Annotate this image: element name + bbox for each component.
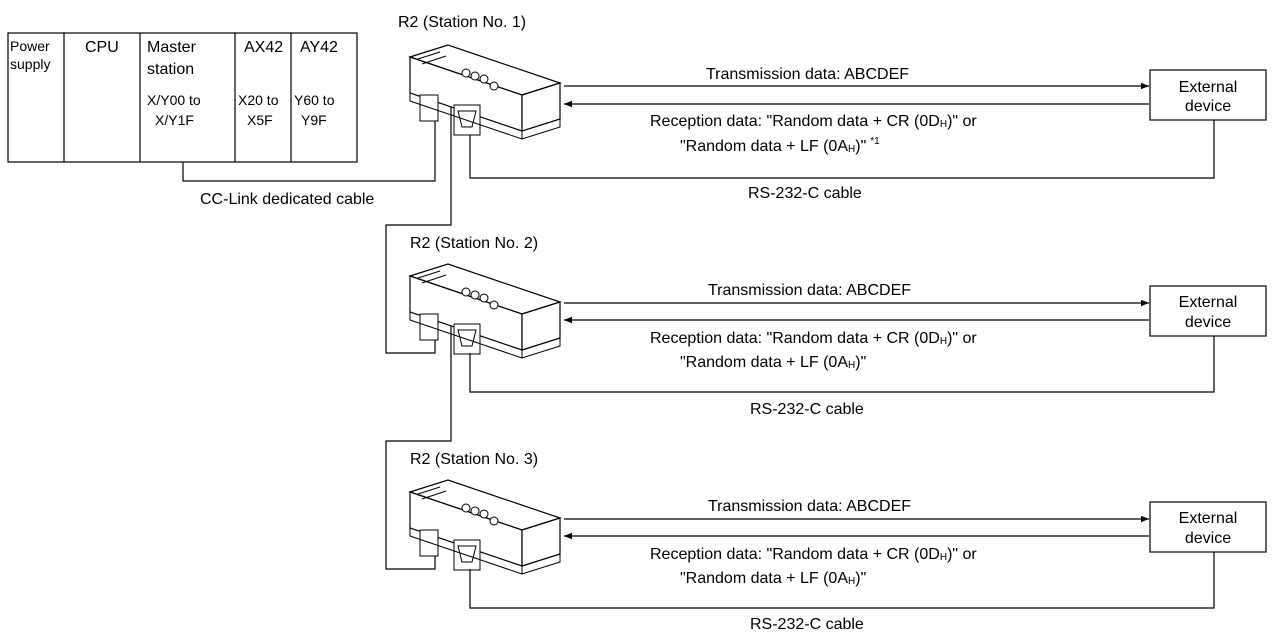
external-device-box bbox=[1149, 285, 1267, 337]
external-device-label-line1: External bbox=[1179, 79, 1238, 96]
reception-label-line1: Reception data: "Random data + CR (0DH)"… bbox=[650, 113, 977, 130]
external-device-box bbox=[1149, 69, 1267, 121]
ax42-address-line2: X5F bbox=[247, 112, 273, 128]
external-device-label-line2: device bbox=[1185, 98, 1231, 115]
plc-rack: Power supply CPU Master station X/Y00 to… bbox=[7, 32, 358, 163]
reception-label-line1: Reception data: "Random data + CR (0DH)"… bbox=[650, 330, 977, 347]
ay42-address-line2: Y9F bbox=[301, 112, 327, 128]
r2-module-1 bbox=[409, 44, 561, 140]
rs232c-cable bbox=[469, 336, 1215, 393]
power-supply-label-line2: supply bbox=[10, 56, 50, 72]
transmission-label: Transmission data: ABCDEF bbox=[708, 498, 911, 515]
station-2: R2 (Station No. 2) Transmission data: AB… bbox=[409, 235, 1267, 418]
master-station-label-line1: Master bbox=[147, 39, 197, 56]
master-address-line1: X/Y00 to bbox=[147, 92, 201, 108]
station-1: R2 (Station No. 1) Transmission data: AB… bbox=[398, 14, 1267, 202]
reception-label-line2: "Random data + LF (0AH)"*1 bbox=[680, 136, 880, 155]
cc-link-cable-label: CC-Link dedicated cable bbox=[200, 191, 374, 208]
rs232c-cable bbox=[469, 552, 1215, 609]
r2-module-2 bbox=[409, 263, 561, 359]
ax42-address-line1: X20 to bbox=[238, 92, 279, 108]
transmission-label: Transmission data: ABCDEF bbox=[706, 66, 909, 83]
station-title: R2 (Station No. 2) bbox=[410, 235, 538, 252]
station-title: R2 (Station No. 1) bbox=[398, 14, 526, 31]
external-device-label-line1: External bbox=[1179, 510, 1238, 527]
external-device-label-line1: External bbox=[1179, 294, 1238, 311]
master-station-label-line2: station bbox=[147, 61, 194, 78]
external-device-label-line2: device bbox=[1185, 314, 1231, 331]
cpu-label: CPU bbox=[85, 39, 119, 56]
rs232c-cable bbox=[469, 120, 1215, 179]
reception-label-line1: Reception data: "Random data + CR (0DH)"… bbox=[650, 546, 977, 563]
rs232c-cable-label: RS-232-C cable bbox=[750, 401, 864, 418]
station-3: R2 (Station No. 3) Transmission data: AB… bbox=[409, 451, 1267, 633]
station-title: R2 (Station No. 3) bbox=[410, 451, 538, 468]
ay42-label: AY42 bbox=[300, 39, 338, 56]
master-address-line2: X/Y1F bbox=[155, 112, 194, 128]
power-supply-label-line1: Power bbox=[10, 38, 50, 54]
ay42-address-line1: Y60 to bbox=[294, 92, 335, 108]
r2-module-3 bbox=[409, 479, 561, 575]
external-device-box bbox=[1149, 501, 1267, 553]
rs232c-cable-label: RS-232-C cable bbox=[750, 616, 864, 633]
ax42-label: AX42 bbox=[244, 39, 283, 56]
footnote-mark: *1 bbox=[870, 136, 880, 147]
rs232c-cable-label: RS-232-C cable bbox=[748, 185, 862, 202]
external-device-label-line2: device bbox=[1185, 530, 1231, 547]
reception-label-line2: "Random data + LF (0AH)" bbox=[680, 354, 866, 371]
reception-label-line2: "Random data + LF (0AH)" bbox=[680, 570, 866, 587]
transmission-label: Transmission data: ABCDEF bbox=[708, 282, 911, 299]
